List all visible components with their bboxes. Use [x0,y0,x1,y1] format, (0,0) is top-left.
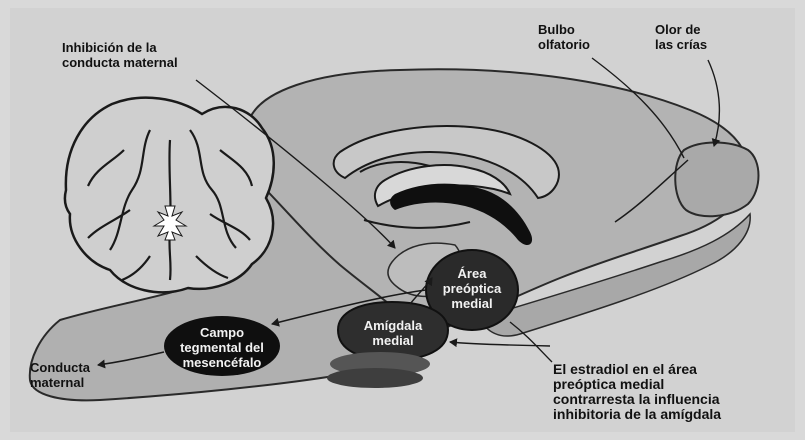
label-area-preoptica: Área preóptica medial [428,266,516,311]
label-inhibicion: Inhibición de la conducta maternal [62,40,178,70]
olfactory-bulb [675,143,758,217]
label-bulbo-olfatorio: Bulbo olfatorio [538,22,590,52]
label-conducta-maternal: Conducta maternal [30,360,90,390]
amigdala-lower-band-2 [327,368,423,388]
label-campo-tegmental: Campo tegmental del mesencéfalo [170,325,274,370]
cerebellum [65,98,274,293]
label-olor-crias: Olor de las crías [655,22,707,52]
label-estradiol-note: El estradiol en el área preóptica medial… [553,362,721,422]
label-amigdala: Amígdala medial [348,318,438,348]
